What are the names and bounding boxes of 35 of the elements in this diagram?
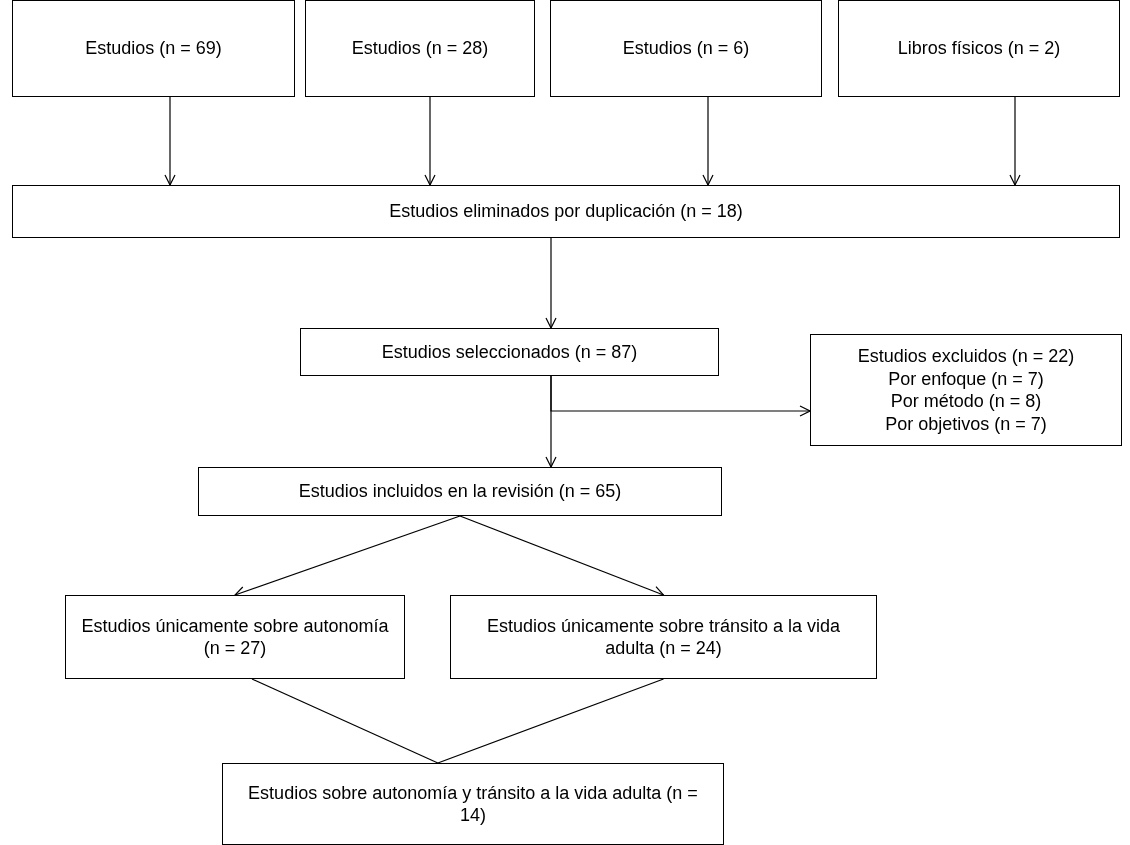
connector-line: [437, 678, 665, 764]
arrow: [702, 96, 714, 186]
process-box: [65, 595, 405, 679]
process-box: [305, 0, 535, 97]
arrow: [424, 96, 436, 186]
box-text: Estudios (n = 69): [85, 37, 222, 60]
process-box: [300, 328, 719, 376]
box-text: Por objetivos (n = 7): [885, 412, 1047, 435]
process-box: [222, 763, 724, 845]
process-box: [810, 334, 1122, 446]
process-box: [198, 467, 722, 516]
arrow: [164, 96, 176, 186]
arrow: [550, 375, 811, 417]
connector-line: [251, 678, 439, 764]
arrow: [545, 237, 557, 329]
process-box: [838, 0, 1120, 97]
process-box: [12, 185, 1120, 238]
process-box: [550, 0, 822, 97]
box-text: Estudios seleccionados (n = 87): [381, 340, 638, 364]
box-text: Estudios (n = 6): [622, 37, 750, 60]
box-text: Estudios incluidos en la revisión (n = 65): [298, 480, 622, 503]
box-text: Estudios únicamente sobre tránsito a la vida adulta (n = 24): [485, 614, 842, 660]
box-text: Libros físicos (n = 2): [897, 37, 1061, 60]
arrow: [1009, 96, 1021, 186]
process-box: [12, 0, 295, 97]
arrow: [459, 515, 665, 597]
box-text: Por método (n = 8): [890, 390, 1042, 413]
arrow: [234, 515, 461, 597]
box-text: Estudios únicamente sobre autonomía (n = 27): [80, 614, 390, 660]
box-text: Estudios (n = 28): [351, 37, 489, 60]
box-text: Estudios excluidos (n = 22): [857, 345, 1075, 368]
process-box: [450, 595, 877, 679]
box-text: Por enfoque (n = 7): [888, 367, 1044, 390]
box-text: Estudios eliminados por duplicación (n = 18): [389, 200, 743, 223]
box-text: Estudios sobre autonomía y tránsito a la vida adulta (n = 14): [247, 781, 699, 827]
